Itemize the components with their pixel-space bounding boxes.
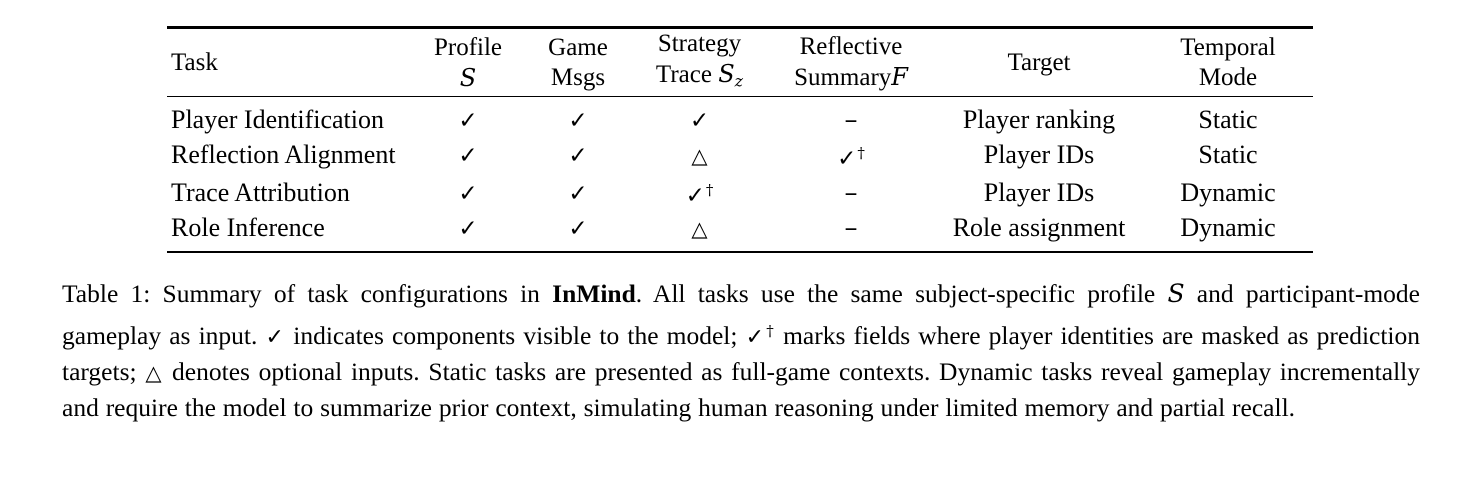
column-header-strategy-symbol: Sz <box>718 60 744 91</box>
cell-game: ✓ <box>524 97 632 137</box>
cell-strategy: ✓† <box>632 174 767 211</box>
column-header-profile: Profile S <box>412 29 524 97</box>
cell-profile: ✓ <box>412 137 524 174</box>
check-icon: ✓ <box>568 143 588 170</box>
cell-profile: ✓ <box>412 97 524 137</box>
column-header-reflective-symbol: F <box>891 63 908 92</box>
table-top-rule <box>167 26 1313 30</box>
caption-label: Table 1: <box>62 279 151 308</box>
cell-target: Player ranking <box>962 105 1116 135</box>
cell-target: Role assignment <box>952 212 1126 242</box>
cell-strategy: △ <box>632 137 767 174</box>
cell-target: Player IDs <box>983 140 1095 170</box>
cell-game: ✓ <box>524 212 632 253</box>
check-icon: ✓ <box>837 145 857 172</box>
cell-temporal: Static <box>1198 140 1258 170</box>
column-header-strategy-subscript: z <box>734 71 744 91</box>
check-icon: ✓ <box>568 180 588 207</box>
caption-part6: denotes optional inputs. Static tasks ar… <box>62 356 1420 423</box>
dagger-icon: † <box>705 181 714 200</box>
caption-bold-term: InMind <box>552 279 636 308</box>
cell-task: Reflection Alignment <box>171 140 396 170</box>
table-caption: Table 1: Summary of task configurations … <box>62 276 1420 427</box>
column-header-target: Target <box>935 29 1143 97</box>
column-header-target-line1: Target <box>1007 48 1071 76</box>
check-icon: ✓ <box>265 324 286 350</box>
caption-part5: marks fields where player identities are… <box>62 320 1421 386</box>
check-icon: ✓ <box>568 108 588 135</box>
column-header-temporal-line1: Temporal <box>1180 33 1276 61</box>
check-icon: ✓ <box>745 324 766 350</box>
caption-part1: Summary of task configurations in <box>150 279 553 308</box>
column-header-strategy-line1: Strategy <box>657 30 742 57</box>
column-header-profile-symbol: S <box>459 63 477 92</box>
table-header-rule <box>167 96 1313 98</box>
cell-temporal: Dynamic <box>1180 177 1276 207</box>
column-header-strategy-trace: Strategy Trace Sz <box>632 29 767 97</box>
dash-icon: – <box>844 212 858 243</box>
column-header-game-msgs: Game Msgs <box>524 29 632 97</box>
check-icon: ✓ <box>458 215 478 242</box>
column-header-reflective-line2: SummaryF <box>767 62 935 93</box>
check-icon: ✓ <box>458 143 478 170</box>
cell-temporal: Dynamic <box>1180 212 1276 242</box>
table-1-container: Task Profile S Game Msgs Strategy Trace … <box>167 26 1313 255</box>
column-header-temporal-mode: Temporal Mode <box>1143 29 1313 97</box>
column-header-game-line1: Game <box>548 33 608 61</box>
column-header-task: Task <box>167 29 412 97</box>
dash-icon: – <box>844 105 858 136</box>
column-header-temporal-line2: Mode <box>1198 63 1258 91</box>
table-row: Trace Attribution ✓ ✓ ✓† – Player IDs Dy… <box>167 174 1313 211</box>
cell-task: Player Identification <box>171 105 384 135</box>
check-icon: ✓ <box>685 183 705 210</box>
triangle-icon: △ <box>691 216 708 241</box>
column-header-reflective-line2-text: Summary <box>794 64 892 92</box>
cell-temporal: Static <box>1198 105 1258 135</box>
cell-strategy: ✓ <box>632 97 767 137</box>
column-header-reflective-summary: Reflective SummaryF <box>767 29 935 97</box>
table-row: Reflection Alignment ✓ ✓ △ ✓† Player IDs… <box>167 137 1313 174</box>
dagger-icon: † <box>857 143 865 162</box>
cell-reflective: ✓† <box>767 137 935 174</box>
cell-reflective: – <box>767 212 935 253</box>
column-header-profile-line1: Profile <box>433 33 503 61</box>
cell-profile: ✓ <box>412 174 524 211</box>
cell-game: ✓ <box>524 174 632 211</box>
caption-profile-symbol: S <box>1167 279 1185 308</box>
cell-task: Trace Attribution <box>171 177 350 207</box>
check-icon: ✓ <box>689 108 710 135</box>
cell-target: Player IDs <box>983 177 1095 207</box>
cell-task: Role Inference <box>171 212 325 242</box>
cell-game: ✓ <box>524 137 632 174</box>
cell-profile: ✓ <box>412 212 524 253</box>
cell-strategy: △ <box>632 212 767 253</box>
column-header-game-line2: Msgs <box>550 63 606 91</box>
task-configuration-table: Task Profile S Game Msgs Strategy Trace … <box>167 26 1313 255</box>
triangle-icon: △ <box>145 360 164 385</box>
triangle-icon: △ <box>691 144 708 169</box>
caption-part3: and participant-mode gameplay as input. <box>62 279 1420 350</box>
table-row: Role Inference ✓ ✓ △ – Role assignment D… <box>167 212 1313 253</box>
cell-reflective: – <box>767 97 935 137</box>
dash-icon: – <box>844 177 858 208</box>
table-bottom-rule <box>167 251 1313 255</box>
column-header-reflective-line1: Reflective <box>799 33 903 61</box>
dagger-icon: † <box>766 321 775 340</box>
cell-reflective: – <box>767 174 935 211</box>
table-row: Player Identification ✓ ✓ ✓ – Player ran… <box>167 97 1313 137</box>
check-icon: ✓ <box>458 108 478 135</box>
column-header-strategy-line2-text: Trace <box>655 61 712 88</box>
check-icon: ✓ <box>458 180 478 207</box>
check-icon: ✓ <box>568 215 588 242</box>
column-header-strategy-line2: Trace Sz <box>632 59 767 96</box>
caption-part4: indicates components visible to the mode… <box>285 320 746 350</box>
column-header-task-line1: Task <box>171 48 218 76</box>
caption-part2: . All tasks use the same subject-specifi… <box>635 279 1168 308</box>
table-header-row: Task Profile S Game Msgs Strategy Trace … <box>167 29 1313 97</box>
